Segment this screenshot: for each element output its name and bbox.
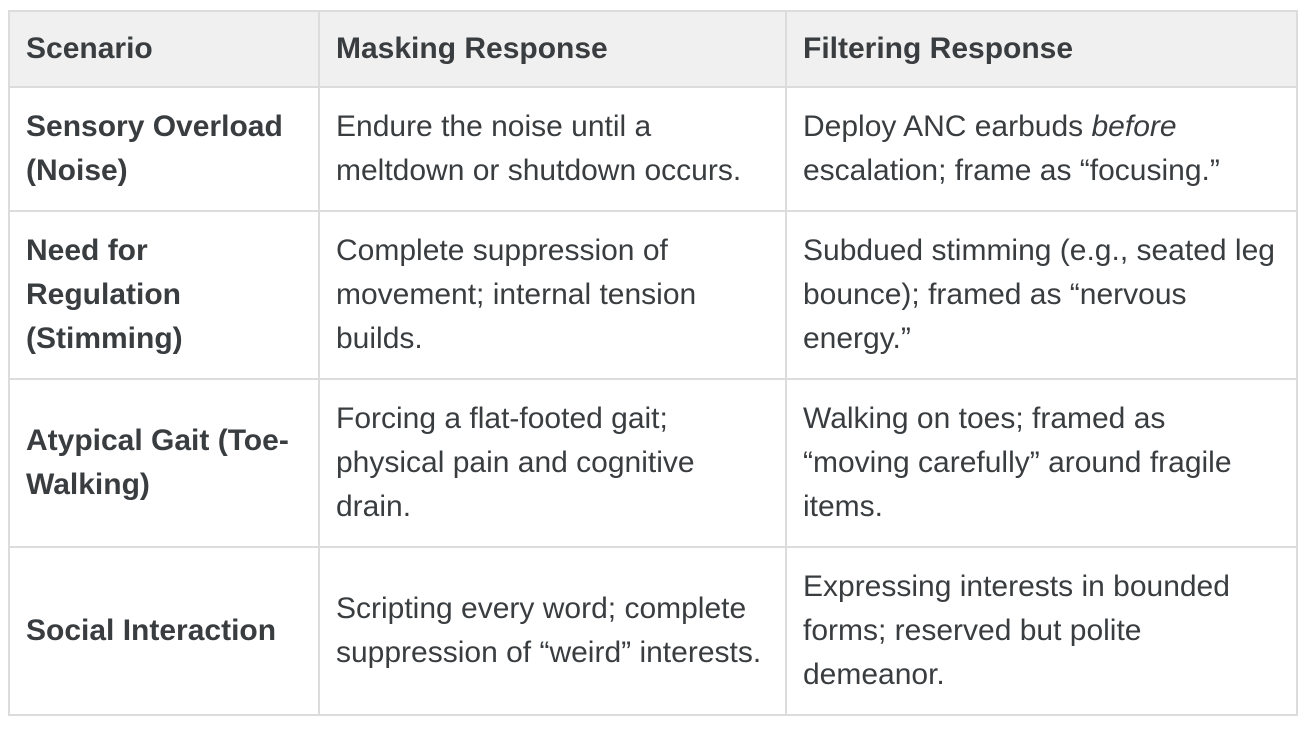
table-row-social-interaction: Social Interaction Scripting every word;… bbox=[8, 546, 1298, 716]
cell-scenario-social-interaction: Social Interaction bbox=[8, 546, 320, 716]
header-row: Scenario Masking Response Filtering Resp… bbox=[8, 10, 1298, 88]
cell-scenario-sensory-overload: Sensory Overload (Noise) bbox=[8, 86, 320, 212]
table-row-atypical-gait: Atypical Gait (Toe- Walking) Forcing a f… bbox=[8, 378, 1298, 548]
table-header: Scenario Masking Response Filtering Resp… bbox=[8, 10, 1298, 88]
cell-filtering-social-interaction: Expressing interests in bounded forms; r… bbox=[785, 546, 1298, 716]
cell-masking-social-interaction: Scripting every word; complete suppressi… bbox=[318, 546, 787, 716]
comparison-table: Scenario Masking Response Filtering Resp… bbox=[8, 10, 1298, 716]
cell-scenario-need-for-regulation: Need for Regulation (Stimming) bbox=[8, 210, 320, 380]
cell-filtering-need-for-regulation: Subdued stimming (e.g., seated leg bounc… bbox=[785, 210, 1298, 380]
cell-scenario-atypical-gait: Atypical Gait (Toe- Walking) bbox=[8, 378, 320, 548]
column-header-masking-response: Masking Response bbox=[318, 10, 787, 88]
table-row-sensory-overload: Sensory Overload (Noise) Endure the nois… bbox=[8, 86, 1298, 212]
column-header-scenario: Scenario bbox=[8, 10, 320, 88]
cell-masking-need-for-regulation: Complete suppression of movement; intern… bbox=[318, 210, 787, 380]
cell-masking-sensory-overload: Endure the noise until a meltdown or shu… bbox=[318, 86, 787, 212]
table-body: Sensory Overload (Noise) Endure the nois… bbox=[8, 86, 1298, 716]
table-row-need-for-regulation: Need for Regulation (Stimming) Complete … bbox=[8, 210, 1298, 380]
cell-filtering-sensory-overload: Deploy ANC earbuds before escalation; fr… bbox=[785, 86, 1298, 212]
cell-filtering-atypical-gait: Walking on toes; framed as “moving caref… bbox=[785, 378, 1298, 548]
cell-masking-atypical-gait: Forcing a flat-footed gait; physical pai… bbox=[318, 378, 787, 548]
column-header-filtering-response: Filtering Response bbox=[785, 10, 1298, 88]
